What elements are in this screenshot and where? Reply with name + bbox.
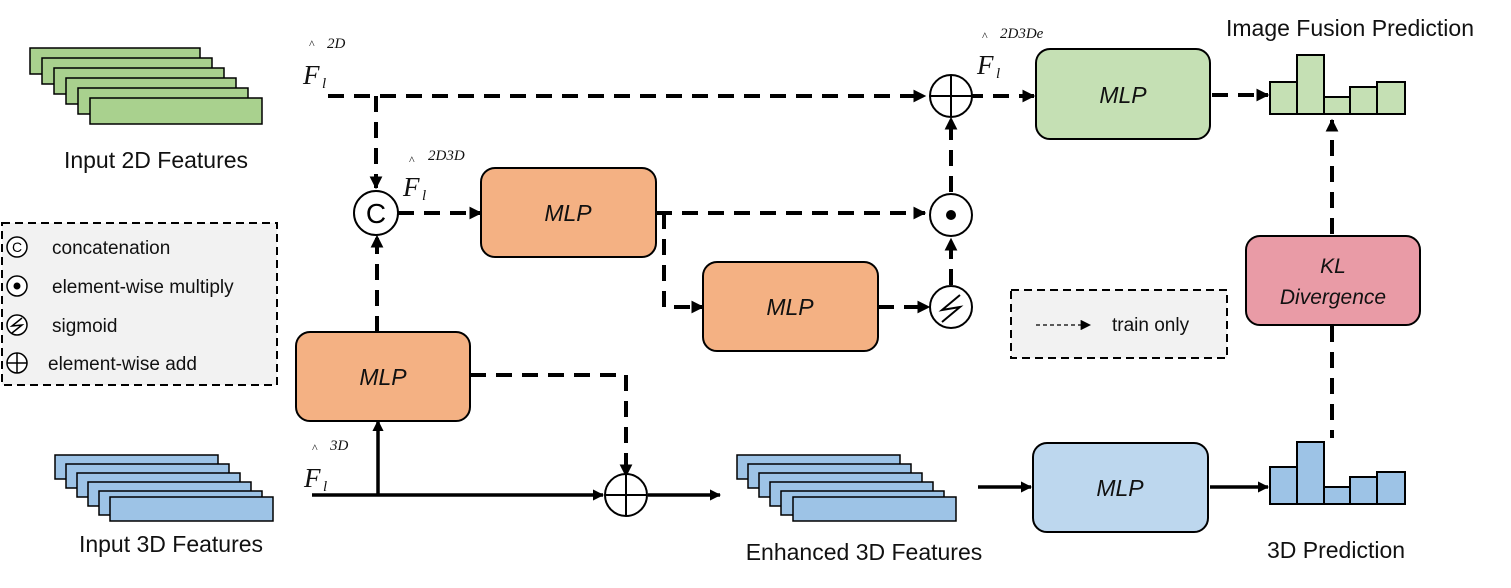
3d-prediction-label: 3D Prediction xyxy=(1267,537,1405,563)
connections xyxy=(312,88,1339,501)
add-node-bottom xyxy=(604,473,648,517)
svg-text:F: F xyxy=(302,60,320,90)
svg-text:l: l xyxy=(996,66,1000,82)
svg-text:MLP: MLP xyxy=(544,200,592,226)
symbol-f-2d3d: ^ 2D3D F l xyxy=(402,148,465,204)
svg-text:^: ^ xyxy=(309,37,315,51)
svg-text:^: ^ xyxy=(409,153,415,167)
fusion-prediction-histogram xyxy=(1269,54,1406,115)
svg-text:l: l xyxy=(322,76,326,92)
input-2d-label: Input 2D Features xyxy=(64,147,248,173)
svg-text:l: l xyxy=(323,479,327,495)
svg-text:MLP: MLP xyxy=(1099,82,1147,108)
sigmoid-node xyxy=(929,285,973,329)
svg-text:F: F xyxy=(303,463,321,493)
mlp-box-3d: MLP xyxy=(295,331,471,422)
svg-text:F: F xyxy=(976,50,994,80)
mlp-box-gate: MLP xyxy=(702,261,879,352)
input-2d-feature-stack xyxy=(29,47,263,125)
multiply-icon xyxy=(6,275,28,297)
kl-divergence-box: KL Divergence xyxy=(1245,235,1421,326)
svg-text:Divergence: Divergence xyxy=(1280,286,1386,309)
svg-text:KL: KL xyxy=(1320,255,1346,278)
svg-text:3D: 3D xyxy=(329,438,349,454)
concat-node: C xyxy=(353,190,399,236)
svg-text:2D3De: 2D3De xyxy=(1000,26,1044,42)
svg-text:2D3D: 2D3D xyxy=(428,148,465,164)
enhanced-3d-label: Enhanced 3D Features xyxy=(746,539,983,565)
input-3d-label: Input 3D Features xyxy=(79,531,263,557)
mlp-box-concat: MLP xyxy=(480,167,657,258)
symbol-f-2d3de: ^ 2D3De F l xyxy=(976,26,1044,82)
image-fusion-prediction-label: Image Fusion Prediction xyxy=(1226,15,1474,41)
sigmoid-icon xyxy=(6,314,28,336)
legend-add: element-wise add xyxy=(48,354,197,375)
legend-multiply: element-wise multiply xyxy=(52,277,234,298)
multiply-node xyxy=(929,193,973,237)
svg-text:^: ^ xyxy=(982,29,988,43)
svg-text:l: l xyxy=(422,188,426,204)
svg-text:MLP: MLP xyxy=(1096,475,1144,501)
svg-text:MLP: MLP xyxy=(766,294,814,320)
mlp-box-prediction: MLP xyxy=(1032,442,1209,533)
svg-text:F: F xyxy=(402,172,420,202)
train-only-label: train only xyxy=(1112,315,1190,336)
add-icon xyxy=(6,352,28,374)
mlp-box-fusion: MLP xyxy=(1035,48,1211,140)
svg-text:^: ^ xyxy=(312,441,318,455)
enhanced-3d-feature-stack xyxy=(736,454,957,522)
symbol-f-3d: ^ 3D F l xyxy=(303,438,349,495)
add-node-top xyxy=(929,74,973,118)
svg-text:2D: 2D xyxy=(327,36,346,52)
input-3d-feature-stack xyxy=(54,454,274,522)
symbol-f-2d: ^ 2D F l xyxy=(302,36,346,92)
svg-text:MLP: MLP xyxy=(359,364,407,390)
legend-sigmoid: sigmoid xyxy=(52,316,117,337)
legend: C concatenation element-wise multiply si… xyxy=(1,222,278,386)
svg-text:C: C xyxy=(366,198,386,229)
train-only-legend: train only xyxy=(1010,289,1228,359)
legend-concatenation: concatenation xyxy=(52,238,170,259)
svg-text:C: C xyxy=(12,239,22,255)
3d-prediction-histogram xyxy=(1269,441,1406,505)
concat-icon: C xyxy=(6,236,28,258)
